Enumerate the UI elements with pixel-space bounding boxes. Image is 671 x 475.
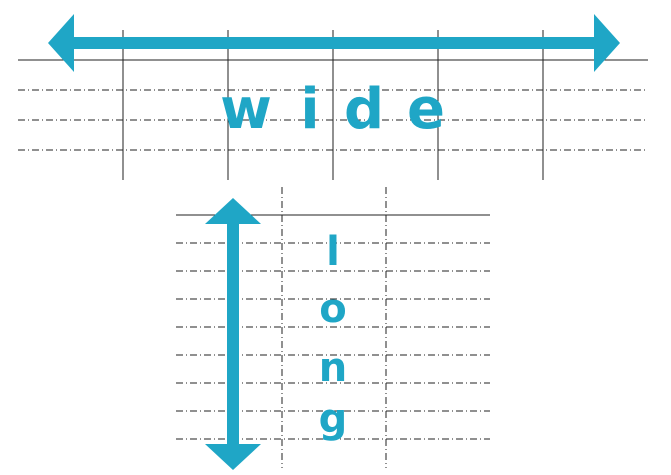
long-letter: g [319,396,348,442]
vertical-double-arrow-icon [205,198,261,470]
arrow-shaft [227,222,239,448]
horizontal-double-arrow-icon [48,14,620,72]
long-label: l o n g [319,229,348,442]
long-letter: o [319,286,346,332]
long-letter: n [319,345,347,391]
long-letter: l [326,229,340,275]
wide-grid [18,30,648,180]
wide-letter: w [220,77,272,142]
arrow-shaft [72,37,595,49]
wide-letter: i [300,77,319,142]
wide-label: w i d e [220,77,445,142]
arrow-head-bottom [205,444,261,470]
wide-letter: e [407,77,445,142]
wide-letter: d [344,77,384,142]
arrow-head-right [594,14,620,72]
arrow-head-top [205,198,261,224]
arrow-head-left [48,14,74,72]
